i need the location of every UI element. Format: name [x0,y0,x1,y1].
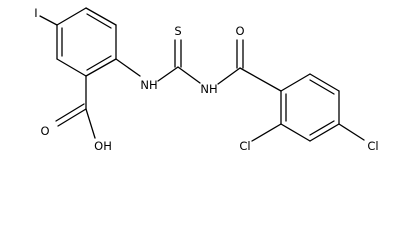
bond-ring2-f [280,73,311,92]
bond-c-o-a [57,108,87,127]
bond-c-oh [85,108,96,139]
chlorine-ortho-label: Cl [239,139,250,153]
bond-ring1-a [56,7,87,26]
molecule-structure: I OH O NH S NH O Cl Cl [34,6,378,153]
bond-c-cl-ortho [251,123,282,142]
bond-ring1-d-inner [86,55,112,71]
bond-c-o-b [55,103,85,122]
nh-left-label: NH [140,78,157,92]
bond-ring2-c [309,123,340,142]
bond-nh-co [217,67,241,85]
bond-co-ring [239,67,282,92]
bond-cs-nh [177,66,201,84]
bond-ring2-c-inner [309,120,335,136]
atom-labels: I OH O NH S NH O Cl Cl [34,6,378,153]
nh-right-label: NH [200,82,217,96]
chlorine-para-label: Cl [367,139,378,153]
bonds [39,7,365,142]
sulfur-label: S [174,24,181,38]
bond-c-cl-para [338,123,365,141]
bond-nh-cs [157,66,179,82]
bond-c-i [39,15,58,26]
bond-ring1-b-inner [86,13,112,29]
carboxyl-oxygen-label: O [40,124,49,138]
iodine-label: I [34,6,37,20]
bond-ring2-e-inner [309,79,335,95]
bond-ring2-b [280,123,311,142]
bond-ring1-d [85,58,117,77]
bond-ring1-b [85,7,117,26]
hydroxyl-label: OH [94,139,112,153]
amide-oxygen-label: O [235,24,244,38]
bond-ring1-e [56,58,87,77]
bond-ring2-e [309,73,340,92]
bond-ring-nh [115,58,141,77]
